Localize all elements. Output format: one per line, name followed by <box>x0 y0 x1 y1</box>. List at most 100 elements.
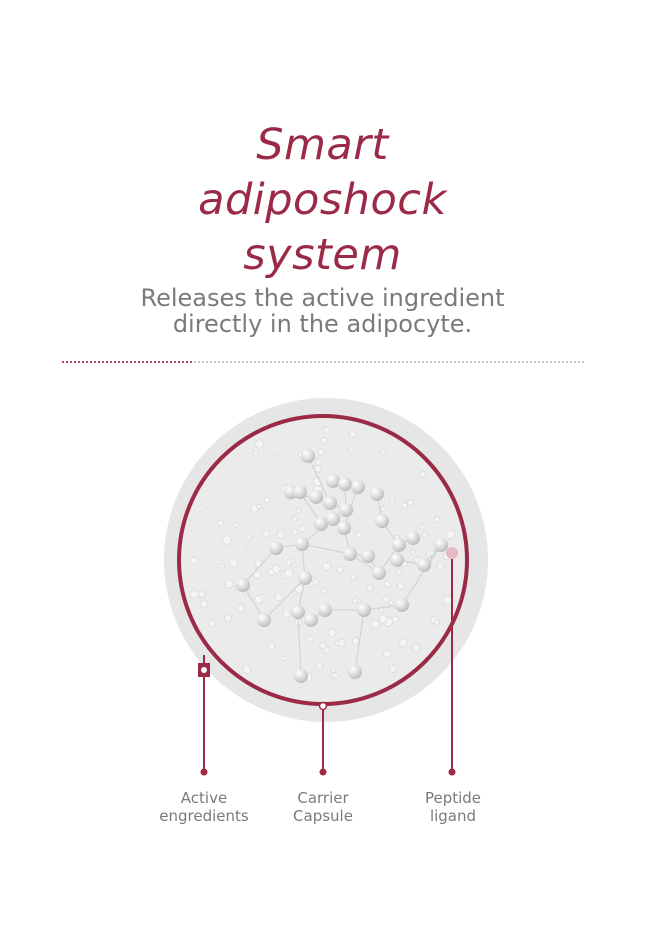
ingredient-sphere <box>357 603 371 617</box>
background-bubble <box>330 667 337 673</box>
peptide-ligand-marker <box>446 547 458 559</box>
molecule-link <box>401 544 442 606</box>
background-bubble <box>354 531 362 538</box>
background-bubble <box>283 568 294 579</box>
label-active-line-2: engredients <box>159 807 249 825</box>
ingredient-sphere <box>294 669 308 683</box>
active-callout-dot <box>200 768 208 776</box>
background-bubble <box>370 619 381 630</box>
background-bubble <box>388 600 394 606</box>
ingredient-sphere <box>269 541 283 555</box>
background-bubble <box>319 436 328 445</box>
background-bubble <box>285 559 293 566</box>
ingredient-sphere <box>339 503 353 517</box>
background-bubble <box>232 522 239 528</box>
background-bubble <box>336 565 344 574</box>
background-bubble <box>419 470 427 478</box>
capsule-interior <box>180 417 466 703</box>
background-bubble <box>379 607 385 613</box>
ingredient-sphere <box>318 603 332 617</box>
ingredient-sphere <box>304 613 318 627</box>
ingredient-sphere <box>257 613 271 627</box>
background-bubble <box>382 595 390 603</box>
background-bubble <box>349 430 357 439</box>
background-bubble <box>366 584 374 592</box>
subtitle-line-2: directly in the adipocyte. <box>172 310 473 338</box>
background-bubble <box>245 492 251 498</box>
background-bubble <box>350 574 357 581</box>
peptide-callout-dot <box>448 768 456 776</box>
title-line-3: system <box>243 230 402 280</box>
active-ingredient-spheres <box>236 449 448 683</box>
ingredient-sphere <box>406 531 420 545</box>
molecule-link <box>297 611 302 677</box>
carrier-callout-anchor <box>318 701 328 711</box>
background-bubble <box>419 524 425 530</box>
background-bubble <box>282 609 291 618</box>
ingredient-sphere <box>395 598 409 612</box>
background-bubble <box>317 448 326 456</box>
background-bubble <box>270 477 276 483</box>
molecule-link <box>301 543 351 555</box>
background-bubble <box>298 525 307 533</box>
background-bubble <box>348 446 355 454</box>
background-bubble <box>222 535 232 545</box>
diagram-title: Smart adiposhock system <box>0 118 645 283</box>
dotted-divider-accent <box>62 361 192 363</box>
dotted-divider <box>62 361 584 363</box>
background-bubble <box>400 501 408 509</box>
ingredient-sphere <box>372 566 386 580</box>
ingredient-sphere <box>351 480 365 494</box>
background-bubble <box>229 557 239 567</box>
background-bubble <box>242 665 252 674</box>
label-carrier-line-1: Carrier <box>297 789 349 807</box>
background-bubble <box>276 530 286 540</box>
label-peptide-line-1: Peptide <box>424 789 482 807</box>
background-bubble <box>409 548 416 555</box>
background-bubble <box>224 579 234 589</box>
background-bubble <box>262 529 271 538</box>
label-active-ingredients: Active engredients <box>134 789 274 825</box>
background-bubble <box>274 593 283 602</box>
ingredient-sphere <box>314 517 328 531</box>
background-bubble <box>315 458 323 466</box>
background-bubble <box>436 562 444 570</box>
label-peptide-ligand: Peptide ligand <box>383 789 523 825</box>
ingredient-sphere <box>338 477 352 491</box>
ingredient-sphere <box>236 578 250 592</box>
background-bubble <box>281 655 287 662</box>
background-bubble <box>380 505 387 512</box>
molecule-link <box>242 547 277 586</box>
ingredient-sphere <box>309 490 323 504</box>
ingredient-sphere <box>298 571 312 585</box>
background-bubble <box>327 628 337 638</box>
background-bubble <box>255 439 265 449</box>
ingredient-sphere <box>434 538 448 552</box>
label-carrier-capsule: Carrier Capsule <box>253 789 393 825</box>
background-bubble <box>236 603 245 613</box>
molecule-link <box>307 455 331 504</box>
background-bubble <box>422 531 429 539</box>
background-bubble <box>315 662 323 670</box>
background-bubble <box>391 615 399 623</box>
ingredient-sphere <box>361 549 375 563</box>
background-bubble <box>334 640 340 646</box>
background-bubble <box>433 516 441 524</box>
ingredient-sphere <box>323 496 337 510</box>
background-bubble <box>445 529 455 539</box>
title-line-1: Smart <box>256 120 389 170</box>
background-bubble <box>295 507 302 514</box>
background-bubble <box>395 568 403 575</box>
background-bubble <box>246 534 252 541</box>
background-bubble <box>322 561 332 571</box>
background-bubble <box>320 587 328 594</box>
background-bubble <box>378 614 388 624</box>
background-bubble <box>351 597 359 604</box>
ingredient-sphere <box>392 538 406 552</box>
background-bubble <box>273 454 279 460</box>
ingredient-sphere <box>326 512 340 526</box>
background-bubble <box>216 519 224 527</box>
background-bubble <box>252 450 259 457</box>
background-bubble <box>351 637 360 645</box>
background-bubble <box>433 619 440 626</box>
